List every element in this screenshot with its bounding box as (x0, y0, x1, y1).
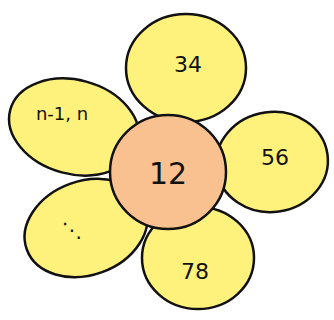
flower-center: 12 (104, 108, 232, 236)
center-label: 12 (149, 159, 187, 189)
petal-label: n-1, n (36, 105, 88, 123)
petal-label: 78 (181, 261, 209, 283)
petal-label: 56 (261, 147, 289, 169)
flower-petal: 56 (210, 100, 334, 224)
petal-label: ⋱ (62, 220, 82, 240)
petal-label: 34 (174, 54, 202, 76)
flower-petal: 34 (120, 2, 252, 134)
